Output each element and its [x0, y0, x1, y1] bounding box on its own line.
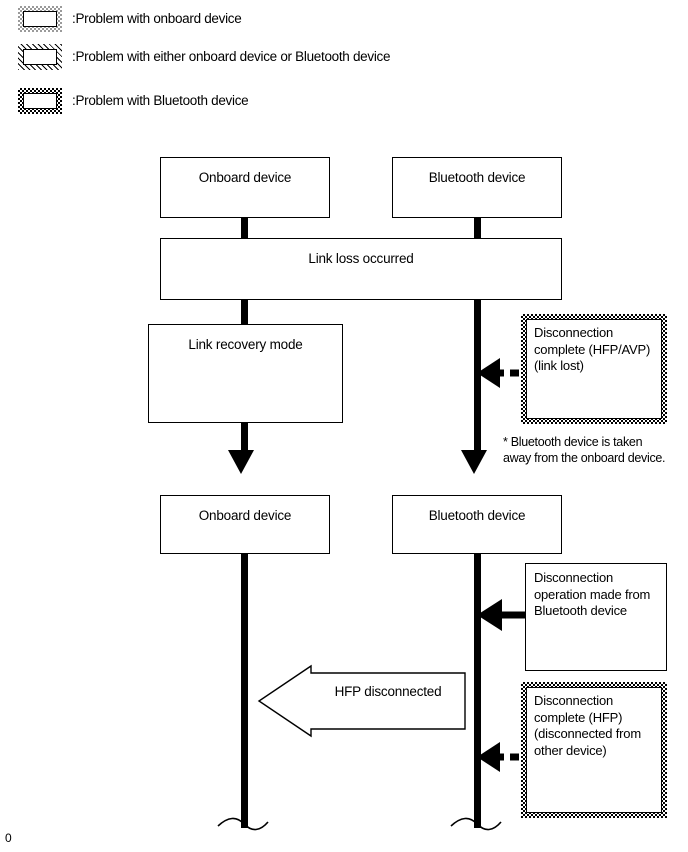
box-bluetooth-device-top: Bluetooth device — [392, 157, 562, 218]
box-bluetooth-device-second: Bluetooth device — [392, 495, 562, 554]
note-disconnection-operation: Disconnection operation made from Blueto… — [525, 563, 667, 671]
box-link-recovery-mode: Link recovery mode — [148, 324, 343, 423]
note-disconnection-complete-avp: Disconnection complete (HFP/AVP) (link l… — [521, 314, 667, 424]
page-marker: 0 — [5, 831, 12, 845]
block-arrow-hfp-disconnected-label: HFP disconnected — [334, 684, 442, 699]
note-disconnection-operation-text: Disconnection operation made from Blueto… — [534, 570, 651, 618]
legend-label-bluetooth: :Problem with Bluetooth device — [72, 93, 249, 108]
connector-onboard-linkloss — [241, 298, 248, 326]
lifeline-onboard-lower — [241, 553, 248, 828]
box-bluetooth-device-second-label: Bluetooth device — [428, 508, 526, 523]
box-bluetooth-device-top-label: Bluetooth device — [428, 170, 526, 185]
block-arrow-hfp-disconnected — [257, 664, 466, 738]
footnote-bluetooth-taken-away: * Bluetooth device is taken away from th… — [503, 435, 666, 465]
legend-swatch-gray-speckled-box — [17, 5, 63, 33]
box-onboard-device-second: Onboard device — [160, 495, 330, 554]
legend-item-onboard: :Problem with onboard device — [0, 5, 688, 40]
note-disconnection-complete-avp-text: Disconnection complete (HFP/AVP) (link l… — [534, 325, 651, 373]
legend-label-either: :Problem with either onboard device or B… — [72, 49, 391, 64]
dashed-arrow-hfp — [477, 742, 519, 772]
arrowhead-onboard-down — [228, 450, 254, 474]
legend-swatch-black-dotted-box — [18, 88, 62, 114]
box-link-loss-occurred: Link loss occurred — [160, 238, 562, 300]
solid-arrow-disconnection-operation — [477, 599, 525, 631]
box-link-loss-occurred-label: Link loss occurred — [308, 251, 414, 266]
arrowhead-bluetooth-down — [461, 450, 487, 474]
note-disconnection-complete-hfp-text: Disconnection complete (HFP) (disconnect… — [534, 693, 641, 758]
note-disconnection-complete-hfp: Disconnection complete (HFP) (disconnect… — [521, 682, 667, 818]
box-onboard-device-top: Onboard device — [160, 157, 330, 218]
legend-label-onboard: :Problem with onboard device — [72, 11, 242, 26]
legend-item-either: :Problem with either onboard device or B… — [0, 44, 688, 78]
box-onboard-device-second-label: Onboard device — [198, 508, 292, 523]
legend-swatch-diagonal-hatch-box — [18, 44, 62, 70]
dashed-arrow-avp — [477, 358, 519, 388]
lifeline-bluetooth-lower — [474, 553, 481, 828]
connector-bluetooth-top — [474, 216, 481, 242]
lifeline-bluetooth-upper — [474, 298, 481, 458]
connector-link-recovery-down — [241, 422, 248, 458]
legend-item-bluetooth: :Problem with Bluetooth device — [0, 88, 688, 122]
box-onboard-device-top-label: Onboard device — [198, 170, 292, 185]
box-link-recovery-mode-label: Link recovery mode — [188, 337, 303, 352]
connector-onboard-top — [241, 216, 248, 242]
